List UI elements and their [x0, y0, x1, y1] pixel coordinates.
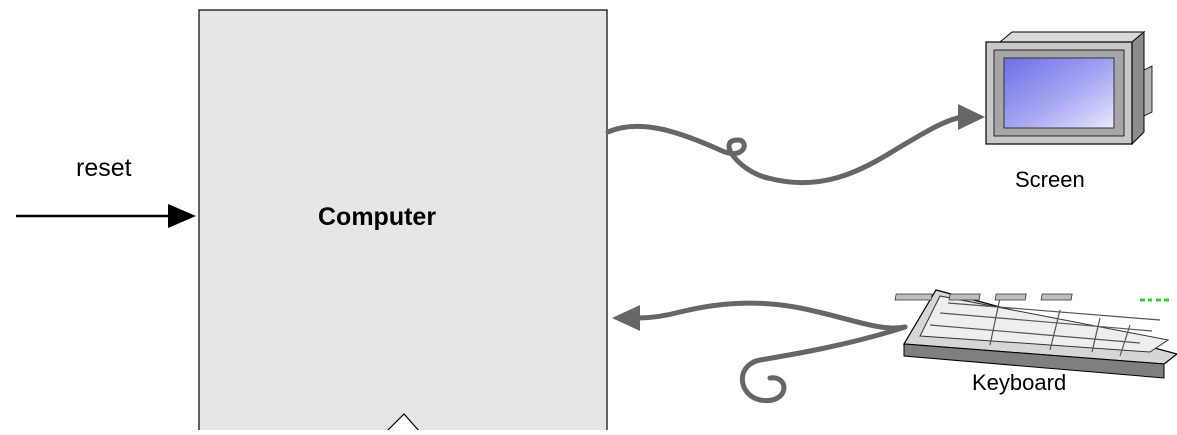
- keyboard-icon: [894, 289, 1177, 379]
- reset-arrow: [16, 204, 196, 228]
- monitor-icon: [985, 30, 1153, 146]
- screen-cable: [605, 104, 985, 186]
- computer-block: [198, 9, 608, 435]
- computer-label: Computer: [318, 203, 437, 231]
- screen-label: Screen: [1015, 167, 1085, 192]
- keyboard-label: Keyboard: [972, 370, 1067, 395]
- reset-label: reset: [76, 154, 132, 182]
- keyboard-cable: [612, 300, 908, 403]
- clock-input-triangle: [385, 413, 421, 433]
